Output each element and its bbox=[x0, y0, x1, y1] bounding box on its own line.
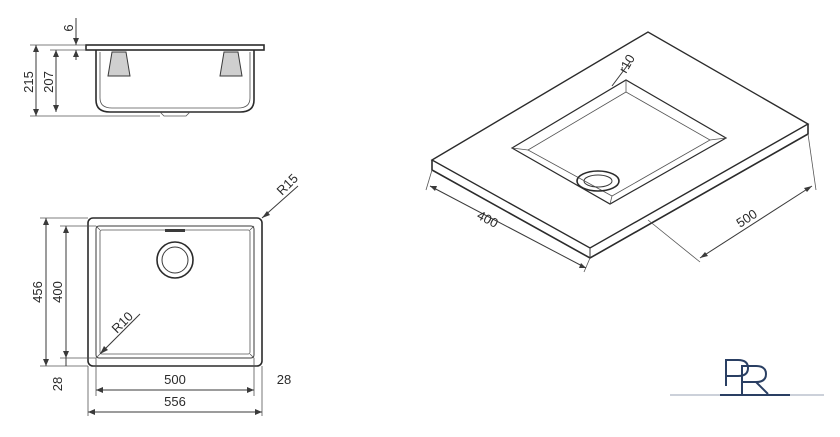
sink-bowl-inner bbox=[99, 52, 251, 109]
mounting-clip-left bbox=[107, 51, 131, 77]
drain-inner bbox=[161, 246, 189, 274]
sink-outer-outline bbox=[87, 217, 263, 367]
top-plan-view: R15 R10 456 400 28 500 28 bbox=[30, 171, 301, 416]
sink-bowl-section bbox=[95, 50, 255, 113]
dim-label-456: 456 bbox=[30, 281, 45, 303]
iso-drain-inner bbox=[583, 174, 613, 188]
isometric-view: r10 400 500 bbox=[425, 31, 817, 273]
sink-inner-outline bbox=[95, 225, 255, 359]
dim-label-28-left: 28 bbox=[50, 377, 65, 391]
leader-r10-iso bbox=[611, 61, 631, 87]
side-section-view: 215 207 6 bbox=[21, 18, 265, 117]
dim-label-400-iso: 400 bbox=[475, 207, 501, 230]
overflow-slot bbox=[165, 229, 185, 232]
drain-outlet-section bbox=[159, 111, 191, 117]
sink-bowl-floor bbox=[99, 229, 251, 355]
label-r10: R10 bbox=[109, 309, 136, 336]
dim-line-500-iso bbox=[699, 185, 813, 259]
dim-label-6: 6 bbox=[61, 24, 76, 31]
dim-label-215: 215 bbox=[21, 71, 36, 93]
sink-rim bbox=[85, 44, 265, 51]
dim-label-207: 207 bbox=[41, 71, 56, 93]
drain-outer bbox=[156, 241, 194, 279]
dim-label-500: 500 bbox=[164, 372, 186, 387]
dim-label-28-right: 28 bbox=[277, 372, 291, 387]
iso-drain-outer bbox=[576, 170, 620, 192]
dim-label-500-iso: 500 bbox=[733, 206, 759, 230]
leader-r10 bbox=[99, 313, 141, 355]
dim-line-400-iso bbox=[429, 185, 587, 269]
mounting-clip-right bbox=[219, 51, 243, 77]
brand-logo bbox=[670, 359, 824, 396]
label-r15: R15 bbox=[274, 171, 301, 198]
dim-label-400: 400 bbox=[50, 281, 65, 303]
dim-label-556: 556 bbox=[164, 394, 186, 409]
